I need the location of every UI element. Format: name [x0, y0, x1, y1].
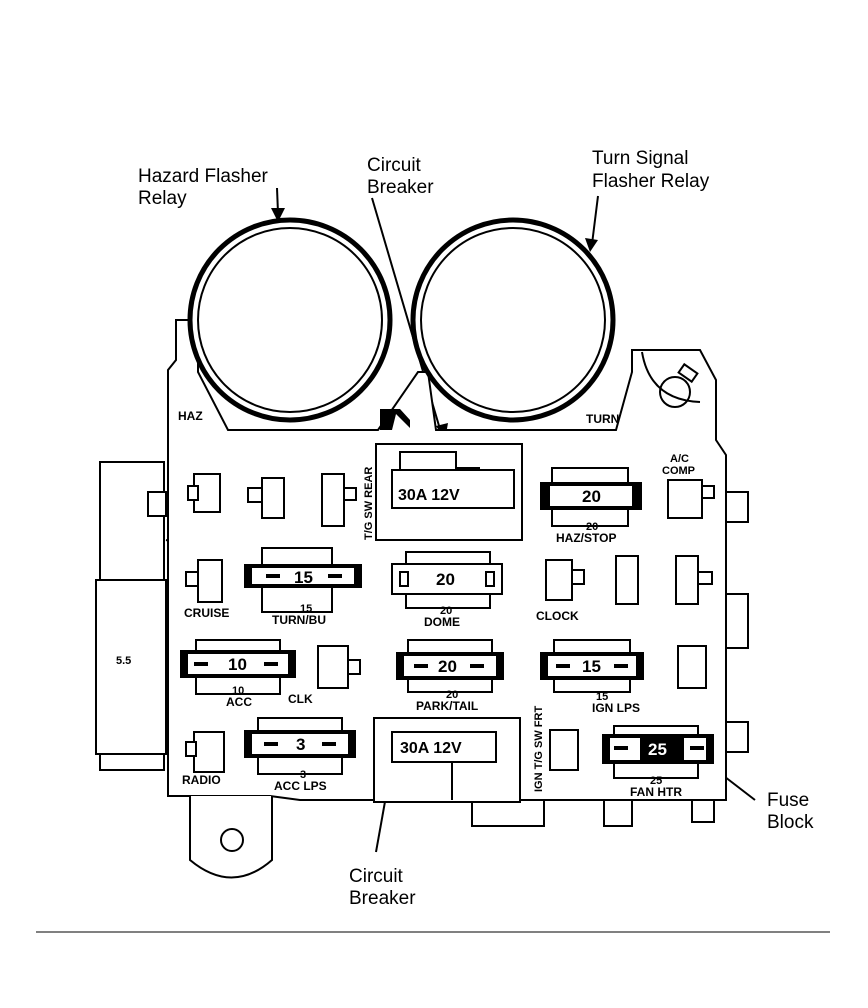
fuse-acc-lps-value: 3	[296, 735, 305, 754]
side-tab	[725, 593, 749, 649]
fuse-haz-stop-value: 20	[582, 487, 601, 506]
fuse-haz-stop-name: HAZ/STOP	[556, 531, 616, 545]
fuse-block-label-line2: Block	[767, 812, 814, 833]
fuse-haz-stop-amps: 20	[586, 521, 598, 533]
fuse-block-label-line1: Fuse	[767, 790, 809, 811]
fuse-acc-lps	[244, 717, 356, 775]
circuit-breaker-top-label-line1: Circuit	[367, 155, 422, 176]
fuse-acc-name: ACC	[226, 695, 252, 709]
fuse-fan-htr-amps: 25	[650, 775, 662, 787]
fuse-ign-lps	[540, 639, 644, 693]
turn-signal-label-line1: Turn Signal	[592, 148, 688, 169]
fuse-park-tail-value: 20	[438, 657, 457, 676]
fuse-ign-lps-value: 15	[582, 657, 601, 676]
slot-label-comp: COMP	[662, 465, 695, 477]
fuse-turn-bu-value: 15	[294, 568, 313, 587]
bottom-tab	[471, 799, 545, 827]
circuit-breaker-bottom-label-line2: Breaker	[349, 888, 416, 909]
circuit-breaker-top-label-line2: Breaker	[367, 177, 434, 198]
turn-signal-flasher-relay	[410, 217, 616, 423]
fuse-turn-bu-name: TURN/BU	[272, 613, 326, 627]
fuse-turn-bu-amps: 15	[300, 603, 312, 615]
turn-signal-label-line2: Flasher Relay	[592, 171, 710, 192]
fuse-acc-value: 10	[228, 655, 247, 674]
fuse-park-tail	[396, 639, 504, 693]
circuit-breaker-top-side-label: T/G SW REAR	[363, 467, 375, 540]
bottom-tab	[603, 799, 633, 827]
slot-label-clock: CLOCK	[536, 609, 579, 623]
fuse-turn-bu	[244, 547, 362, 613]
circuit-breaker-bottom-rating: 30A 12V	[400, 740, 462, 757]
hazard-flasher-label-line1: Hazard Flasher	[138, 166, 269, 187]
fuse-acc-lps-amps: 3	[300, 769, 306, 781]
fuse-dome-amps: 20	[440, 605, 452, 617]
slot-label-ac: A/C	[670, 453, 689, 465]
fuse-park-tail-amps: 20	[446, 689, 458, 701]
fuse-ign-lps-name: IGN LPS	[592, 701, 640, 715]
brand-logo	[380, 409, 410, 430]
fuse-acc-lps-name: ACC LPS	[274, 779, 327, 793]
hazard-flasher-label-line2: Relay	[138, 188, 187, 209]
circuit-breaker-bottom-side-label: IGN T/G SW FRT	[533, 706, 545, 792]
slot-label-clk: CLK	[288, 692, 313, 706]
side-tab	[725, 721, 749, 753]
fuse-haz-stop	[540, 467, 642, 527]
turn-relay-label: TURN	[586, 412, 619, 426]
connector-label: 5.5	[116, 655, 131, 667]
circuit-breaker-top	[375, 443, 523, 541]
fuse-dome-value: 20	[436, 570, 455, 589]
fuse-fan-htr-name: FAN HTR	[630, 785, 682, 799]
mounting-ear-left	[189, 796, 273, 879]
side-tab	[725, 491, 749, 523]
fuse-ign-lps-amps: 15	[596, 691, 608, 703]
fuse-fan-htr	[602, 725, 714, 779]
fuse-dome	[391, 551, 503, 609]
fuse-fan-htr-value: 25	[648, 740, 667, 759]
mount-hole-right	[659, 376, 691, 408]
fuse-acc	[180, 639, 296, 695]
circuit-breaker-top-rating: 30A 12V	[398, 487, 460, 504]
circuit-breaker-bottom	[373, 717, 521, 803]
haz-relay-label: HAZ	[178, 409, 203, 423]
mount-hole-left	[220, 828, 244, 852]
fuse-dome-name: DOME	[424, 615, 460, 629]
fuse-park-tail-name: PARK/TAIL	[416, 699, 478, 713]
slot-label-radio: RADIO	[182, 773, 221, 787]
side-connector	[95, 461, 167, 771]
bottom-tab	[691, 799, 715, 823]
empty-slots	[185, 473, 715, 773]
hazard-flasher-relay	[187, 217, 393, 423]
circuit-breaker-bottom-label-line1: Circuit	[349, 866, 404, 887]
fuse-acc-amps: 10	[232, 685, 244, 697]
slot-label-cruise: CRUISE	[184, 606, 229, 620]
